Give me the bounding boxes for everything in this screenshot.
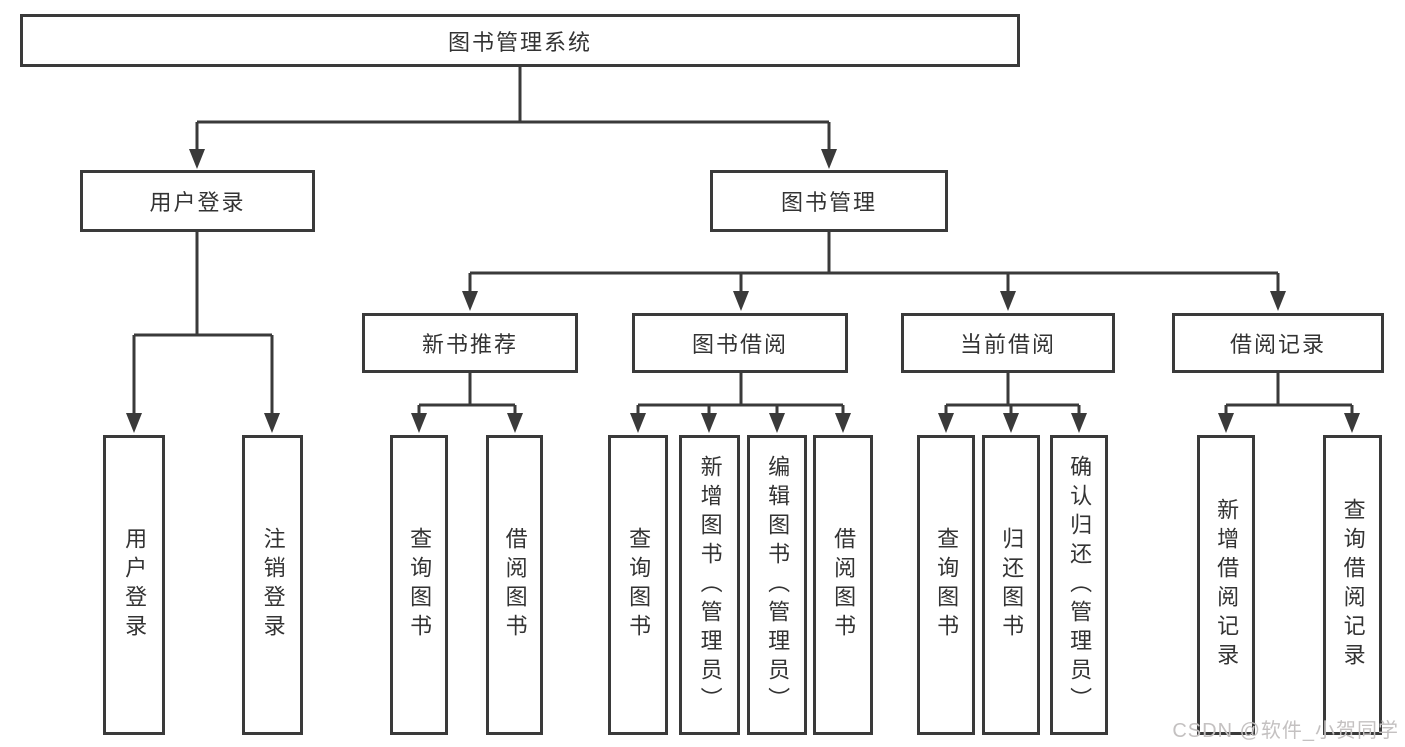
leaf-br-query-record-label: 查询借阅记录 bbox=[1340, 498, 1366, 672]
node-root-label: 图书管理系统 bbox=[447, 29, 592, 55]
leaf-cb-confirm-return-admin-label: 确认归还（管理员） bbox=[1067, 454, 1093, 716]
leaf-nbr-query-books: 查询图书 bbox=[390, 435, 448, 735]
node-new-book-recommend-label: 新书推荐 bbox=[421, 332, 518, 357]
leaf-cb-query-books-label: 查询图书 bbox=[934, 527, 960, 643]
leaf-nbr-borrow-books: 借阅图书 bbox=[486, 435, 543, 735]
leaf-nbr-query-books-label: 查询图书 bbox=[407, 527, 433, 643]
leaf-br-add-record: 新增借阅记录 bbox=[1197, 435, 1255, 735]
csdn-watermark: CSDN @软件_小贺同学 bbox=[1172, 720, 1399, 742]
leaf-bb-borrow-books-label: 借阅图书 bbox=[831, 527, 857, 643]
node-borrow-records-label: 借阅记录 bbox=[1229, 332, 1326, 357]
leaf-bb-query-books: 查询图书 bbox=[608, 435, 668, 735]
leaf-bb-borrow-books: 借阅图书 bbox=[813, 435, 873, 735]
node-book-borrow-label: 图书借阅 bbox=[691, 332, 788, 357]
leaf-bb-add-books-admin: 新增图书（管理员） bbox=[679, 435, 740, 735]
leaf-bb-query-books-label: 查询图书 bbox=[626, 527, 652, 643]
leaf-bb-edit-books-admin: 编辑图书（管理员） bbox=[747, 435, 807, 735]
leaf-cb-query-books: 查询图书 bbox=[917, 435, 975, 735]
node-book-management-label: 图书管理 bbox=[780, 190, 877, 215]
leaf-cb-return-books-label: 归还图书 bbox=[999, 527, 1025, 643]
node-book-borrow: 图书借阅 bbox=[632, 313, 848, 373]
leaf-nbr-borrow-books-label: 借阅图书 bbox=[502, 527, 528, 643]
node-root: 图书管理系统 bbox=[20, 14, 1020, 67]
leaf-bb-edit-books-admin-label: 编辑图书（管理员） bbox=[765, 454, 791, 716]
leaf-cb-return-books: 归还图书 bbox=[982, 435, 1040, 735]
node-book-management: 图书管理 bbox=[710, 170, 948, 232]
node-borrow-records: 借阅记录 bbox=[1172, 313, 1384, 373]
node-new-book-recommend: 新书推荐 bbox=[362, 313, 578, 373]
leaf-br-add-record-label: 新增借阅记录 bbox=[1214, 498, 1240, 672]
leaf-user-login: 用户登录 bbox=[103, 435, 165, 735]
leaf-logout-label: 注销登录 bbox=[260, 527, 286, 643]
leaf-bb-add-books-admin-label: 新增图书（管理员） bbox=[697, 454, 723, 716]
node-user-login: 用户登录 bbox=[80, 170, 315, 232]
leaf-br-query-record: 查询借阅记录 bbox=[1323, 435, 1382, 735]
leaf-user-login-label: 用户登录 bbox=[122, 527, 148, 643]
leaf-logout: 注销登录 bbox=[242, 435, 303, 735]
node-current-borrow-label: 当前借阅 bbox=[959, 332, 1056, 357]
node-current-borrow: 当前借阅 bbox=[901, 313, 1115, 373]
leaf-cb-confirm-return-admin: 确认归还（管理员） bbox=[1050, 435, 1108, 735]
node-user-login-label: 用户登录 bbox=[149, 190, 246, 215]
